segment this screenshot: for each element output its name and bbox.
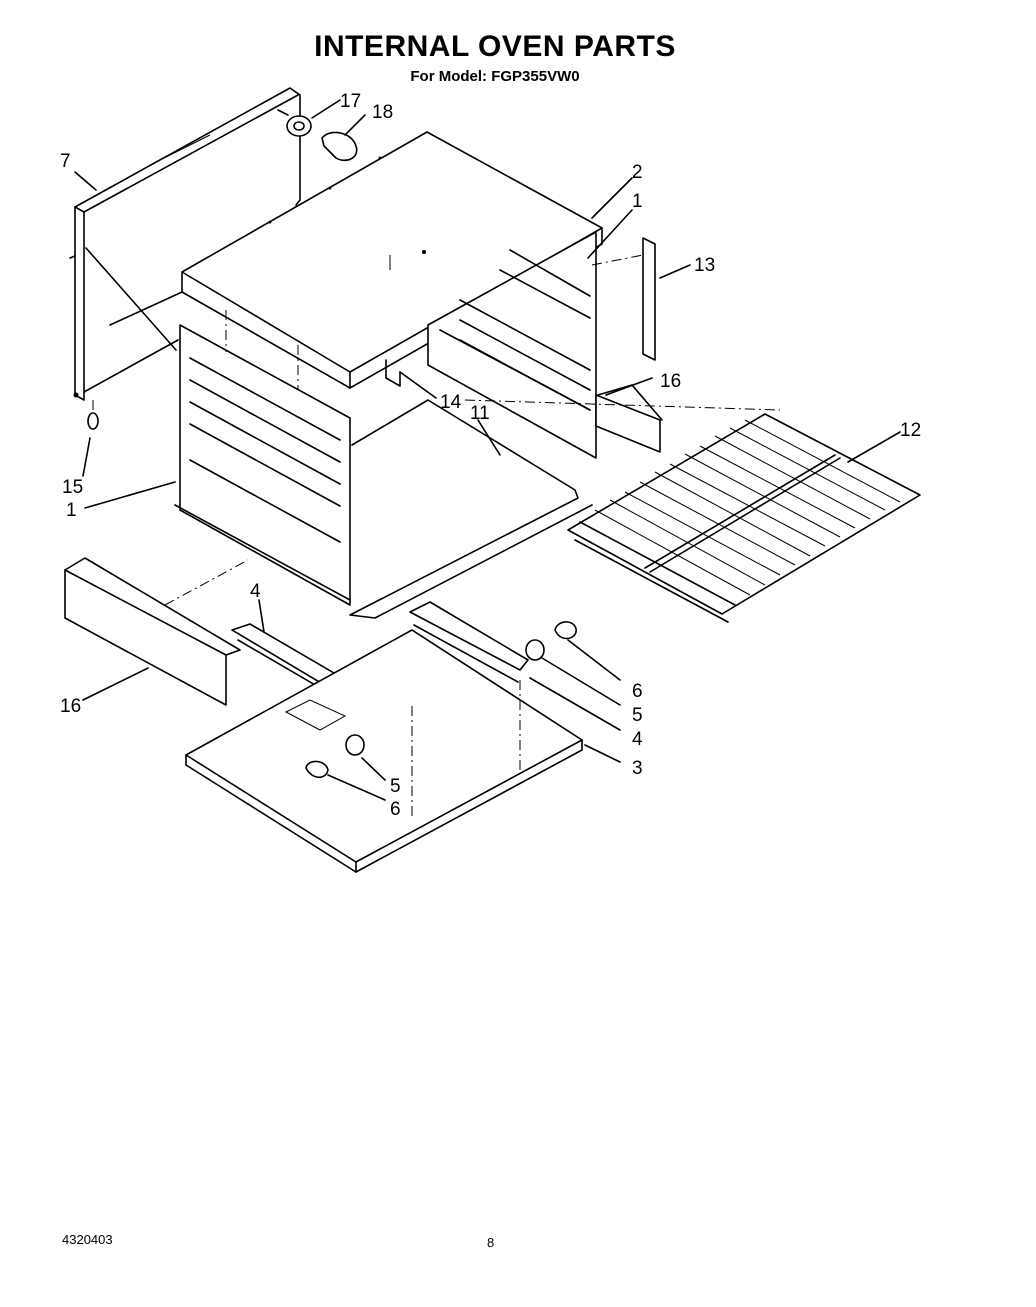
part-7-rear-panel (69, 87, 301, 401)
callout-12: 12 (900, 420, 921, 441)
callout-18: 18 (372, 102, 393, 123)
part-18-light-bulb (321, 131, 358, 162)
part-17-light-socket (277, 109, 312, 137)
part-5-orifice-lower (345, 734, 365, 756)
callout-14: 14 (440, 392, 462, 413)
part-13-side-trim (591, 237, 656, 361)
callout-15: 15 (62, 477, 83, 498)
document-number: 4320403 (62, 1232, 113, 1247)
callout-4-right: 4 (632, 729, 643, 750)
part-12-oven-rack (567, 413, 921, 623)
callout-16-left: 16 (60, 696, 81, 717)
part-5-orifice-right (525, 639, 545, 661)
part-15-screw (87, 400, 99, 430)
callout-5-right: 5 (632, 705, 643, 726)
callout-17: 17 (340, 91, 361, 112)
callout-7: 7 (60, 151, 71, 172)
page-title: INTERNAL OVEN PARTS (314, 30, 676, 63)
part-16-left-deflector (64, 557, 249, 706)
callout-3: 3 (632, 758, 643, 779)
callout-6-lower: 6 (390, 799, 401, 820)
part-4-burner-support-right (409, 601, 529, 683)
callout-2: 2 (632, 162, 643, 183)
part-6-cap-lower (305, 760, 329, 779)
callout-6-right: 6 (632, 681, 643, 702)
callout-11: 11 (470, 403, 490, 424)
part-1-right-side-panel (427, 231, 597, 459)
callout-5-lower: 5 (390, 776, 401, 797)
callout-numbers: 17 18 7 2 1 13 16 14 11 12 15 1 4 16 6 5… (60, 91, 921, 820)
leader-lines (74, 99, 901, 801)
part-3-bottom-tray (185, 629, 583, 873)
part-14-bracket (385, 359, 401, 387)
part-6-cap-right (554, 621, 577, 640)
part-2-top-panel (181, 131, 603, 389)
callout-16-right: 16 (660, 371, 681, 392)
callout-13: 13 (694, 255, 715, 276)
model-subtitle: For Model: FGP355VW0 (410, 68, 580, 85)
part-11-oven-bottom (349, 399, 781, 619)
callout-1-top: 1 (632, 191, 643, 212)
page-number: 8 (487, 1235, 495, 1250)
callout-4-left: 4 (250, 581, 261, 602)
callout-1-left: 1 (66, 500, 77, 521)
part-1-left-side-panel (109, 291, 351, 606)
